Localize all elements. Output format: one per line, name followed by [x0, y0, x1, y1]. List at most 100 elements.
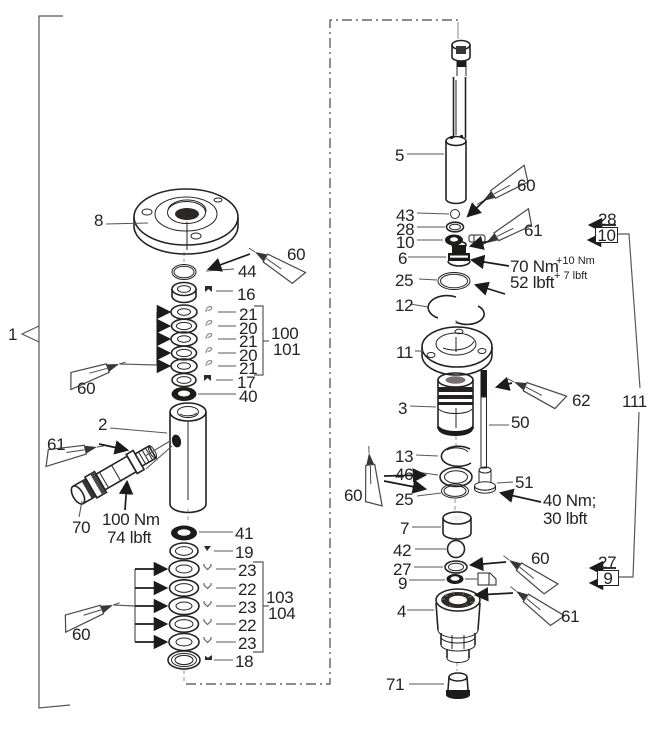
part-label-46: 46 — [395, 465, 414, 484]
tool-label-60: 60 — [287, 245, 306, 264]
leader-43 — [416, 212, 450, 215]
part-7-cup — [442, 511, 472, 540]
leader-25 — [418, 278, 438, 281]
part-23-ring — [168, 632, 200, 652]
part-5-piston-rod — [445, 39, 471, 205]
leader-3 — [409, 405, 437, 408]
part-label-44: 44 — [238, 262, 257, 281]
leader-13 — [415, 454, 439, 457]
part-71-cap — [446, 672, 470, 699]
leader-12 — [409, 303, 429, 308]
part-label-25: 25 — [395, 490, 414, 509]
tool-label-60: 60 — [344, 486, 363, 505]
part-27-ring — [444, 560, 468, 574]
ref-box-9: 9 — [597, 568, 619, 588]
part-label-19: 19 — [235, 543, 254, 562]
part-label-17: 17 — [237, 373, 256, 392]
part-label-20: 20 — [239, 319, 258, 338]
apply-arrow-27 — [468, 556, 507, 572]
ref-label-111: 111 — [621, 392, 648, 411]
part-21-ring — [170, 331, 198, 347]
leader-70 — [78, 500, 83, 518]
part-22-ring — [168, 578, 200, 597]
apply-arrow-6 — [468, 235, 491, 250]
apply-arrows-upper — [119, 304, 172, 374]
part-label-23: 23 — [238, 561, 257, 580]
group-1-label: 1 — [8, 325, 18, 344]
part-label-50: 50 — [511, 413, 530, 432]
part-40-ring — [171, 387, 197, 401]
part-label-12: 12 — [395, 296, 414, 315]
tool-label-60: 60 — [72, 625, 91, 644]
centerlines — [183, 252, 458, 682]
part-23-ring — [168, 559, 200, 579]
apply-arrows-lower — [113, 561, 169, 650]
seal-profile-glyphs-lower — [203, 546, 212, 660]
part-42-ball — [446, 539, 466, 559]
part-label-6: 6 — [398, 249, 408, 268]
part-label-71: 71 — [386, 675, 405, 694]
torque-30lbft: 30 lbft — [543, 509, 588, 528]
part-label-42: 42 — [393, 541, 412, 560]
part-label-18: 18 — [235, 652, 254, 671]
part-label-7: 7 — [400, 519, 410, 538]
torque-70nm-plus: +10 Nm — [556, 255, 595, 267]
part-label-4: 4 — [397, 602, 407, 621]
part-label-40: 40 — [239, 387, 258, 406]
part-label-22: 22 — [238, 580, 257, 599]
part-label-43: 43 — [396, 206, 415, 225]
ref-label-9: 9 — [603, 568, 613, 588]
part-23-ring — [168, 596, 200, 616]
part-20-ring — [170, 345, 198, 361]
part-label-70: 70 — [72, 518, 91, 537]
ref-label-28: 28 — [598, 210, 617, 229]
torque-arrow-100nm — [118, 479, 134, 511]
lubricant-pen-icon — [504, 580, 566, 630]
part-label-3: 3 — [398, 399, 408, 418]
apply-arrow-25 — [473, 281, 506, 296]
lubricant-pen-icon — [59, 593, 123, 633]
part-13-ring — [440, 445, 472, 468]
torque-74lbft: 74 lbft — [107, 528, 152, 547]
part-4-end-housing — [435, 588, 481, 663]
torque-40nm: 40 Nm; — [543, 491, 596, 510]
part-label-21: 21 — [239, 332, 258, 351]
leader-51 — [496, 481, 514, 484]
part-label-20: 20 — [239, 346, 258, 365]
dash-dot-boundary — [186, 19, 459, 685]
part-3-piston — [437, 372, 474, 437]
kit-label-103: 103 — [266, 588, 294, 607]
leader-port-to-fitting — [145, 445, 173, 470]
part-21-ring — [170, 304, 198, 320]
part-label-13: 13 — [395, 447, 414, 466]
kit-label-101: 101 — [273, 340, 301, 359]
part-label-16: 16 — [237, 285, 256, 304]
part-label-21: 21 — [239, 359, 258, 378]
leader-2 — [109, 427, 168, 434]
part-20-ring — [170, 318, 198, 334]
part-44-oring — [171, 264, 197, 280]
part-41-ring — [171, 525, 197, 541]
apply-arrow-70 — [98, 440, 130, 455]
part-label-22: 22 — [238, 616, 257, 635]
apply-arrow-46 — [383, 468, 428, 483]
apply-arrow-44 — [206, 253, 251, 272]
part-50-through-bolt — [474, 370, 496, 494]
leader-8 — [105, 222, 149, 225]
torque-arrow-70nm — [469, 254, 510, 270]
kit-label-104: 104 — [268, 604, 296, 623]
part-9-seal — [446, 572, 497, 586]
torque-70nm: 70 Nm — [510, 257, 559, 276]
part-18-seal — [167, 650, 201, 670]
tool-label-62: 62 — [572, 391, 591, 410]
part-25-oring-lower — [441, 483, 469, 499]
apply-arrow-4 — [473, 587, 514, 602]
part-21-ring — [170, 358, 198, 374]
part-label-9: 9 — [398, 574, 408, 593]
part-label-27: 27 — [393, 560, 412, 579]
part-label-2: 2 — [98, 415, 108, 434]
part-6-gland-nut — [447, 240, 471, 267]
lubricant-pen-icon — [64, 353, 129, 391]
apply-arrow-25b — [383, 479, 428, 494]
